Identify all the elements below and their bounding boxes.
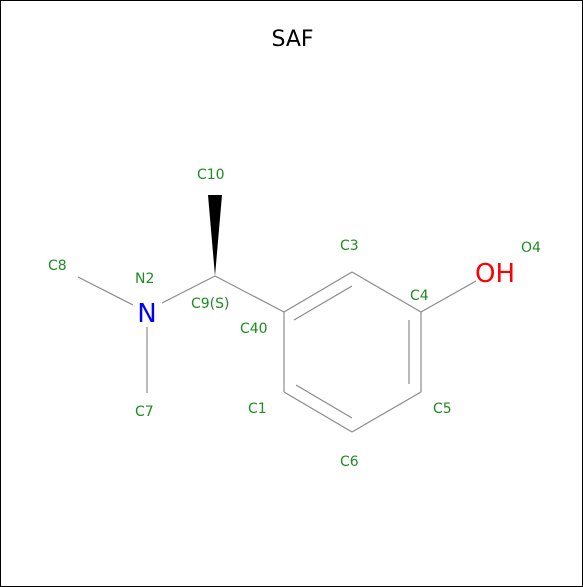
- bond-c4-o4: [420, 280, 477, 313]
- bond-c9-c40: [214, 275, 285, 313]
- atom-label-n2: N2: [135, 271, 154, 287]
- atom-label-c5: C5: [433, 401, 452, 417]
- ring-bond-c3-c4: [351, 271, 422, 313]
- ring-double-c6-c1: [295, 384, 353, 419]
- ring-double-c40-c3: [293, 285, 353, 321]
- hydroxyl-symbol: OH: [475, 259, 515, 289]
- atom-label-c1: C1: [248, 401, 267, 417]
- atom-label-c8: C8: [48, 258, 67, 274]
- ring-bond-c6-c1: [283, 391, 353, 433]
- atom-label-c3: C3: [340, 238, 359, 254]
- wedge-bond-c9-c10: [208, 195, 222, 276]
- nitrogen-symbol: N: [137, 299, 156, 329]
- bonds: [77, 195, 477, 433]
- atom-label-c10: C10: [197, 167, 225, 183]
- atom-label-c7: C7: [135, 404, 154, 420]
- atom-label-c6: C6: [340, 454, 359, 470]
- bond-c8-n2: [77, 276, 134, 306]
- atom-label-o4: O4: [521, 240, 541, 256]
- ring-bond-c40-c3: [283, 271, 353, 313]
- bond-n2-c9: [161, 275, 216, 304]
- atom-label-c40: C40: [240, 321, 268, 337]
- ring-bond-c5-c6: [351, 391, 422, 433]
- atom-label-c4: C4: [410, 288, 429, 304]
- molecule-title: SAF: [271, 27, 314, 52]
- atom-label-c9: C9(S): [191, 296, 230, 312]
